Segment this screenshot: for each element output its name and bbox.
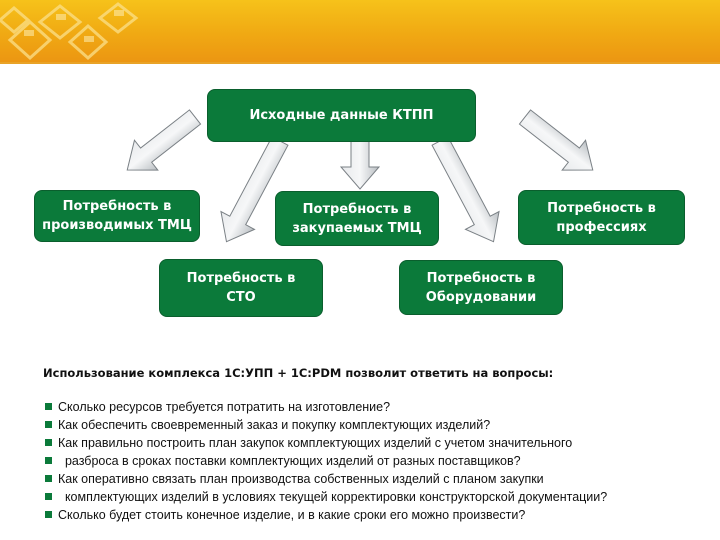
list-item-text: разброса в сроках поставки комплектующих… <box>58 454 521 468</box>
box-sto-line1: Потребность в <box>186 271 296 286</box>
header-divider <box>0 62 720 64</box>
box-sto-line2: СТО <box>226 290 256 305</box>
box-purchased-line1: Потребность в <box>302 201 412 217</box>
box-source-data: Исходные данные КТПП <box>207 89 476 142</box>
box-sto: Потребность в СТО <box>159 259 323 317</box>
intro-text: Использование комплекса 1С:УПП + 1С:PDM … <box>43 366 554 380</box>
box-purchased-line2: закупаемых ТМЦ <box>292 220 422 236</box>
arrow-to-sto <box>220 136 289 243</box>
list-item-text: Сколько будет стоить конечное изделие, и… <box>58 508 526 522</box>
box-produced-line2: производимых ТМЦ <box>42 218 192 233</box>
box-source-data-label: Исходные данные КТПП <box>249 108 434 123</box>
arrow-to-produced <box>126 109 202 171</box>
arrow-to-purchased <box>339 140 381 190</box>
list-item-text: Как правильно построить план закупок ком… <box>58 436 573 450</box>
header-logo-pattern <box>0 2 139 61</box>
list-item-text: Как оперативно связать план производства… <box>58 472 544 486</box>
list-item-text: Как обеспечить своевременный заказ и пок… <box>58 418 491 432</box>
bullet-icon <box>45 511 52 518</box>
box-professions: Потребность в профессиях <box>518 190 685 245</box>
bullet-icon <box>45 439 52 446</box>
bullet-icon <box>45 403 52 410</box>
box-professions-line2: профессиях <box>556 219 647 235</box>
box-equipment-line1: Потребность в <box>426 270 536 286</box>
list-item: Как обеспечить своевременный заказ и пок… <box>45 416 705 434</box>
box-purchased-goods: Потребность в закупаемых ТМЦ <box>275 191 439 246</box>
box-professions-line1: Потребность в <box>547 200 656 216</box>
questions-list: Сколько ресурсов требуется потратить на … <box>45 398 705 524</box>
list-item-text: Сколько ресурсов требуется потратить на … <box>58 400 391 414</box>
bullet-icon <box>45 475 52 482</box>
list-item: комплектующих изделий в условиях текущей… <box>45 488 705 506</box>
arrow-to-equipment <box>431 136 500 243</box>
box-equipment: Потребность в Оборудовании <box>399 260 563 315</box>
box-produced-goods: Потребность в производимых ТМЦ <box>34 190 200 242</box>
list-item-text: комплектующих изделий в условиях текущей… <box>58 490 608 504</box>
list-item: Как оперативно связать план производства… <box>45 470 705 488</box>
bullet-icon <box>45 421 52 428</box>
bullet-icon <box>45 457 52 464</box>
list-item: разброса в сроках поставки комплектующих… <box>45 452 705 470</box>
box-produced-line1: Потребность в <box>62 199 172 214</box>
list-item: Как правильно построить план закупок ком… <box>45 434 705 452</box>
bullet-icon <box>45 493 52 500</box>
arrow-to-professions <box>518 109 594 171</box>
list-item: Сколько ресурсов требуется потратить на … <box>45 398 705 416</box>
list-item: Сколько будет стоить конечное изделие, и… <box>45 506 705 524</box>
box-equipment-line2: Оборудовании <box>425 289 537 305</box>
